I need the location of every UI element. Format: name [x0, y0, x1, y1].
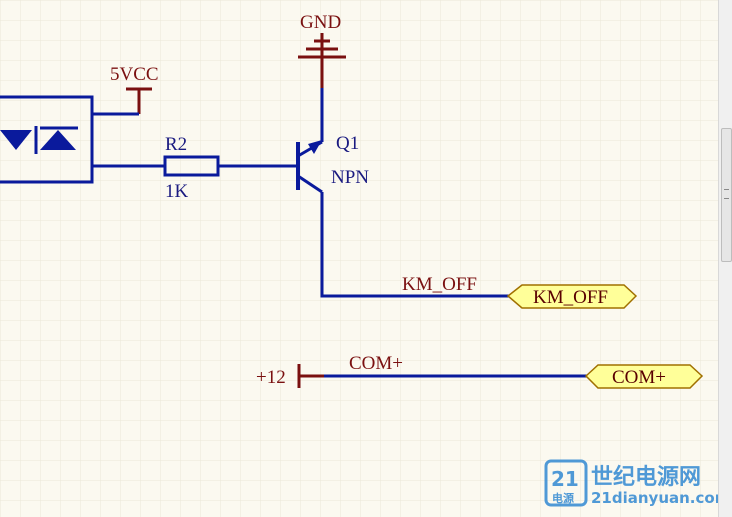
- watermark-logo-digits: 21: [551, 467, 579, 491]
- led-triangle: [0, 130, 32, 150]
- plus12-label: +12: [256, 367, 286, 388]
- emitter-arrow: [308, 140, 322, 154]
- optocoupler-body: [0, 95, 94, 184]
- vertical-scrollbar[interactable]: [718, 0, 732, 517]
- watermark-domain: 21dianyuan.com: [591, 489, 718, 507]
- watermark-title: 世纪电源网: [591, 464, 701, 490]
- wire-km-off[interactable]: [320, 212, 512, 298]
- port-com[interactable]: COM+: [584, 364, 704, 389]
- resistor-ref-label: R2: [165, 134, 187, 155]
- gnd-label: GND: [300, 12, 341, 33]
- transistor-ref-label: Q1: [336, 133, 359, 154]
- port-km-off-shape: [506, 284, 638, 309]
- port-km-off[interactable]: KM_OFF: [506, 284, 638, 309]
- scrollbar-thumb[interactable]: [721, 128, 732, 262]
- transistor-collector-leg: [297, 174, 323, 194]
- watermark-logo-frame: [544, 459, 588, 507]
- transistor-q1[interactable]: Q1 NPN: [296, 122, 369, 212]
- port-km-off-label: KM_OFF: [533, 287, 608, 308]
- port-com-label: COM+: [612, 367, 666, 388]
- power-plus12[interactable]: +12: [256, 364, 324, 388]
- port-com-shape: [584, 364, 704, 389]
- transistor-type-label: NPN: [331, 167, 369, 188]
- watermark: 21 电源 世纪电源网 21dianyuan.com: [544, 459, 718, 507]
- phototransistor-triangle: [40, 130, 76, 150]
- scrollbar-grip-icon: [724, 189, 729, 199]
- power-gnd[interactable]: GND: [298, 12, 346, 88]
- net-label-com: COM+: [349, 353, 403, 374]
- optocoupler[interactable]: [0, 95, 94, 184]
- resistor-value-label: 1K: [165, 181, 189, 202]
- net-label-km-off: KM_OFF: [402, 274, 477, 295]
- watermark-logo-cn: 电源: [552, 491, 574, 505]
- vcc-label: 5VCC: [110, 64, 159, 85]
- power-5vcc[interactable]: 5VCC: [110, 64, 159, 114]
